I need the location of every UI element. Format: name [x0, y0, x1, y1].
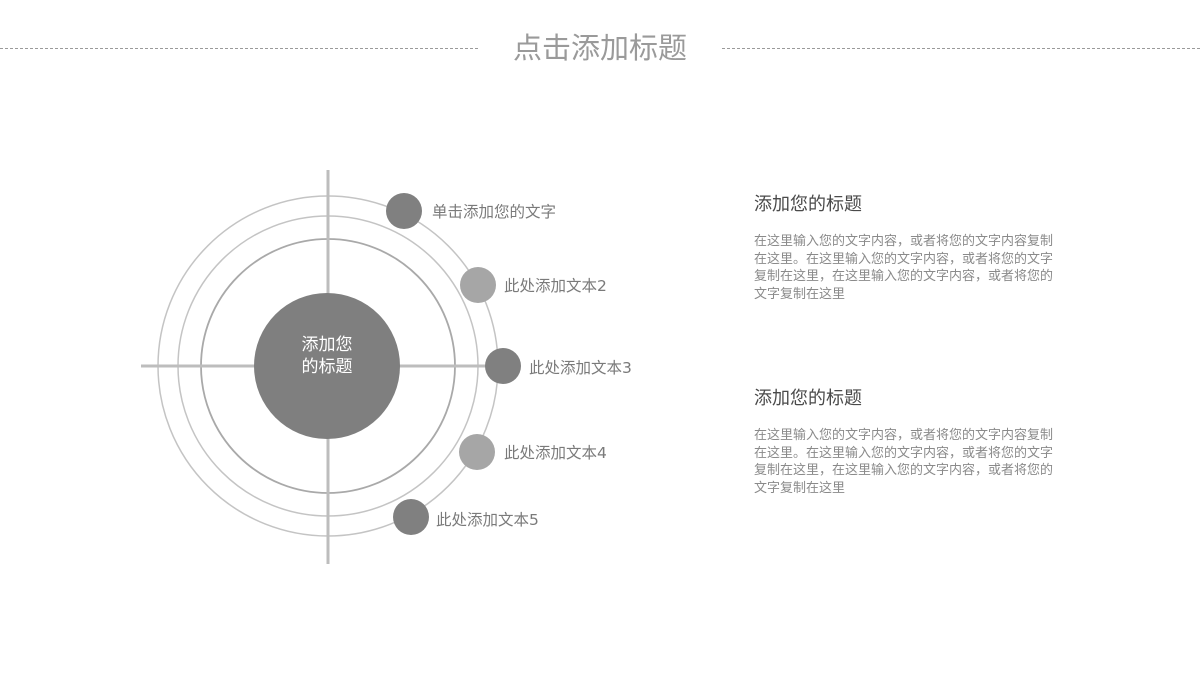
center-circle[interactable] [254, 293, 400, 439]
block-title[interactable]: 添加您的标题 [754, 388, 862, 409]
center-title[interactable]: 添加您 的标题 [257, 334, 397, 378]
node-dot-5[interactable] [393, 499, 429, 535]
node-label-2[interactable]: 此处添加文本2 [504, 277, 607, 295]
text-block-2: 添加您的标题 在这里输入您的文字内容，或者将您的文字内容复制在这里。在这里输入您… [754, 387, 1064, 497]
block-body[interactable]: 在这里输入您的文字内容，或者将您的文字内容复制在这里。在这里输入您的文字内容，或… [754, 234, 1054, 302]
node-label-3[interactable]: 此处添加文本3 [529, 359, 632, 377]
page-title[interactable]: 点击添加标题 [512, 31, 687, 65]
node-dot-3[interactable] [485, 348, 521, 384]
center-title-line-2: 的标题 [301, 357, 353, 377]
header-divider-right [722, 48, 1200, 49]
node-dot-4[interactable] [459, 434, 495, 470]
node-label-5[interactable]: 此处添加文本5 [436, 511, 539, 529]
header-divider-left [0, 48, 478, 49]
block-title[interactable]: 添加您的标题 [754, 194, 862, 215]
node-label-1[interactable]: 单击添加您的文字 [432, 203, 557, 221]
block-body[interactable]: 在这里输入您的文字内容，或者将您的文字内容复制在这里。在这里输入您的文字内容，或… [754, 428, 1054, 496]
node-dot-1[interactable] [386, 193, 422, 229]
center-title-line-1: 添加您 [301, 335, 353, 355]
text-block-1: 添加您的标题 在这里输入您的文字内容，或者将您的文字内容复制在这里。在这里输入您… [754, 193, 1064, 303]
node-dot-2[interactable] [460, 267, 496, 303]
node-label-4[interactable]: 此处添加文本4 [504, 444, 607, 462]
